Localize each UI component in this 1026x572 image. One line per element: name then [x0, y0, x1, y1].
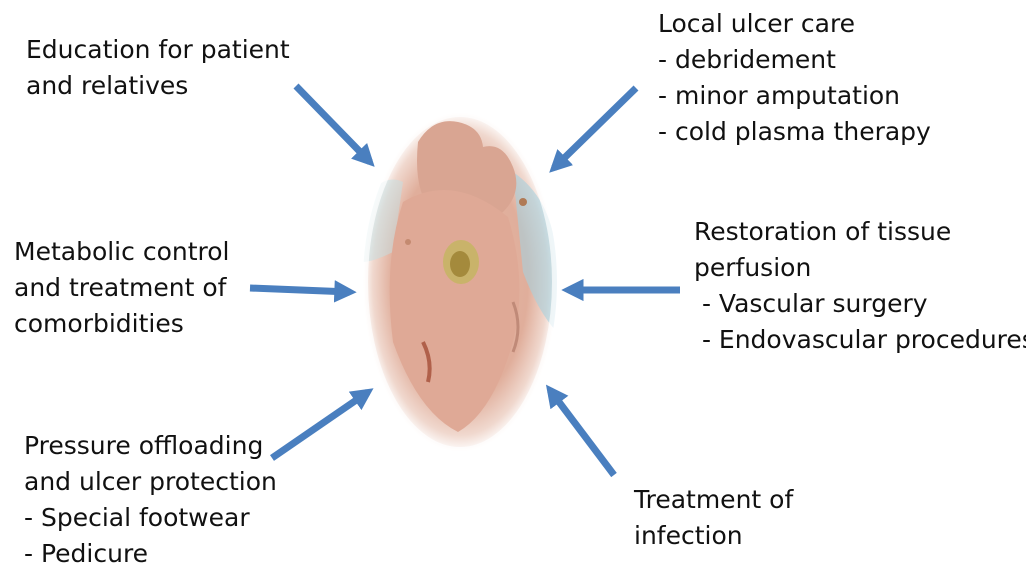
label-metabolic: Metabolic control and treatment of comor…	[14, 234, 229, 342]
label-perfusion: Restoration of tissue perfusion - Vascul…	[694, 214, 1026, 358]
diabetic-foot-ulcer-photo-icon	[363, 112, 557, 452]
label-line: - cold plasma therapy	[658, 114, 931, 150]
arrow-metabolic	[250, 288, 350, 292]
label-line: Metabolic control	[14, 234, 229, 270]
label-line: - debridement	[658, 42, 931, 78]
label-line: - Vascular surgery	[694, 286, 1026, 322]
arrow-local-care	[554, 88, 636, 168]
label-education: Education for patient and relatives	[26, 32, 290, 104]
label-line: and relatives	[26, 68, 290, 104]
label-line: and treatment of	[14, 270, 229, 306]
arrow-education	[296, 86, 370, 162]
label-line: and ulcer protection	[24, 464, 277, 500]
label-line: Restoration of tissue	[694, 214, 1026, 250]
label-line: infection	[634, 518, 793, 554]
label-line: - Endovascular procedures	[694, 322, 1026, 358]
label-line: Treatment of	[634, 482, 793, 518]
label-pressure: Pressure offloading and ulcer protection…	[24, 428, 277, 572]
label-line: Local ulcer care	[658, 6, 931, 42]
label-line: Education for patient	[26, 32, 290, 68]
arrow-infection	[550, 390, 614, 475]
label-infection: Treatment of infection	[634, 482, 793, 554]
arrow-pressure	[272, 392, 368, 458]
label-line: - Special footwear	[24, 500, 277, 536]
label-line: comorbidities	[14, 306, 229, 342]
label-line: - minor amputation	[658, 78, 931, 114]
label-line: perfusion	[694, 250, 1026, 286]
label-line: Pressure offloading	[24, 428, 277, 464]
label-local-care: Local ulcer care - debridement - minor a…	[658, 6, 931, 150]
